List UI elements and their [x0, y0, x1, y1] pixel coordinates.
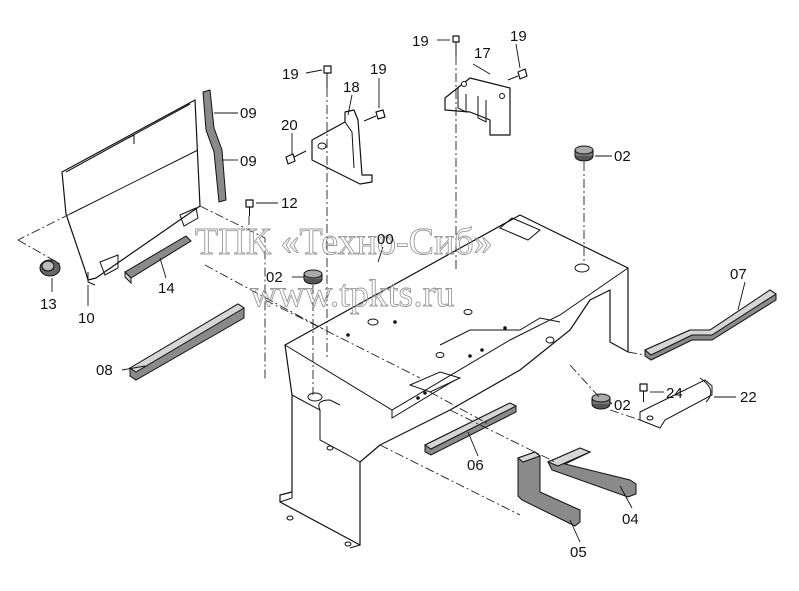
- foam-block-05: [516, 451, 581, 527]
- callout-07: 07: [730, 266, 747, 283]
- bolt-19d: [507, 68, 528, 81]
- main-frame: [279, 214, 629, 549]
- frame-hole: [435, 352, 445, 358]
- frame-hole: [367, 318, 379, 326]
- callout-17: 17: [474, 45, 491, 62]
- callout-14: 14: [158, 280, 175, 297]
- bolt-19a: [452, 35, 460, 56]
- callout-19-left: 19: [282, 66, 299, 83]
- callout-09-upper: 09: [240, 105, 257, 122]
- callout-04: 04: [622, 511, 639, 528]
- bracket-18: [311, 109, 373, 185]
- bracket-hole: [646, 415, 654, 421]
- frame-hole: [326, 445, 334, 451]
- frame-hole: [286, 515, 294, 521]
- callout-13: 13: [40, 296, 57, 313]
- bolt-24: [639, 383, 648, 402]
- callout-19-mid: 19: [370, 61, 387, 78]
- callout-09-lower: 09: [240, 153, 257, 170]
- callouts: 09 09 19 17 19 19 18 19 20 12 00 02 02 0…: [40, 28, 757, 561]
- foam-strip-08: [129, 303, 245, 381]
- assembly-lines: [17, 56, 646, 516]
- bracket-hole: [499, 93, 505, 99]
- bolt-12: [245, 199, 254, 216]
- callout-19-top: 19: [412, 33, 429, 50]
- callout-18: 18: [343, 79, 360, 96]
- bracket-17: [444, 77, 511, 136]
- grommet-02-mid: [303, 269, 323, 285]
- frame-hole: [545, 336, 555, 344]
- watermark-url: www.tpkts.ru: [250, 273, 454, 315]
- foam-block-04: [546, 447, 637, 498]
- watermark: ТПК «Техно-Сиб» www.tpkts.ru: [195, 221, 494, 316]
- seal-strip-09: [202, 89, 227, 203]
- bracket-hole: [461, 81, 467, 87]
- grommet-02-right: [591, 393, 611, 410]
- foam-strip-06: [424, 402, 518, 456]
- leader-lines: [51, 39, 746, 543]
- bracket-22: [639, 377, 713, 429]
- grommet-02-top: [574, 145, 594, 162]
- callout-05: 05: [570, 544, 587, 561]
- callout-10: 10: [78, 310, 95, 327]
- frame-hole: [307, 392, 323, 402]
- watermark-company: ТПК «Техно-Сиб»: [195, 221, 493, 263]
- callout-02-mid: 02: [266, 269, 283, 286]
- callout-22: 22: [740, 389, 757, 406]
- bolt-20: [285, 150, 307, 165]
- callout-20: 20: [281, 117, 298, 134]
- foam-strip-07: [644, 289, 777, 361]
- callout-06: 06: [467, 457, 484, 474]
- frame-hole: [463, 309, 473, 315]
- callout-19-right: 19: [510, 28, 527, 45]
- bracket-hole: [317, 142, 327, 150]
- frame-hole: [344, 541, 352, 547]
- bolt-19b: [323, 65, 332, 88]
- callout-12: 12: [281, 195, 298, 212]
- callout-00: 00: [377, 231, 394, 248]
- side-panel: [61, 99, 201, 286]
- callout-24: 24: [666, 385, 683, 402]
- frame-hole: [574, 263, 590, 273]
- cap-13: [39, 259, 61, 277]
- callout-08: 08: [96, 362, 113, 379]
- callout-02-top: 02: [614, 148, 631, 165]
- callout-02-right: 02: [614, 397, 631, 414]
- foam-strip-14: [124, 235, 192, 285]
- bolt-19c: [363, 109, 386, 122]
